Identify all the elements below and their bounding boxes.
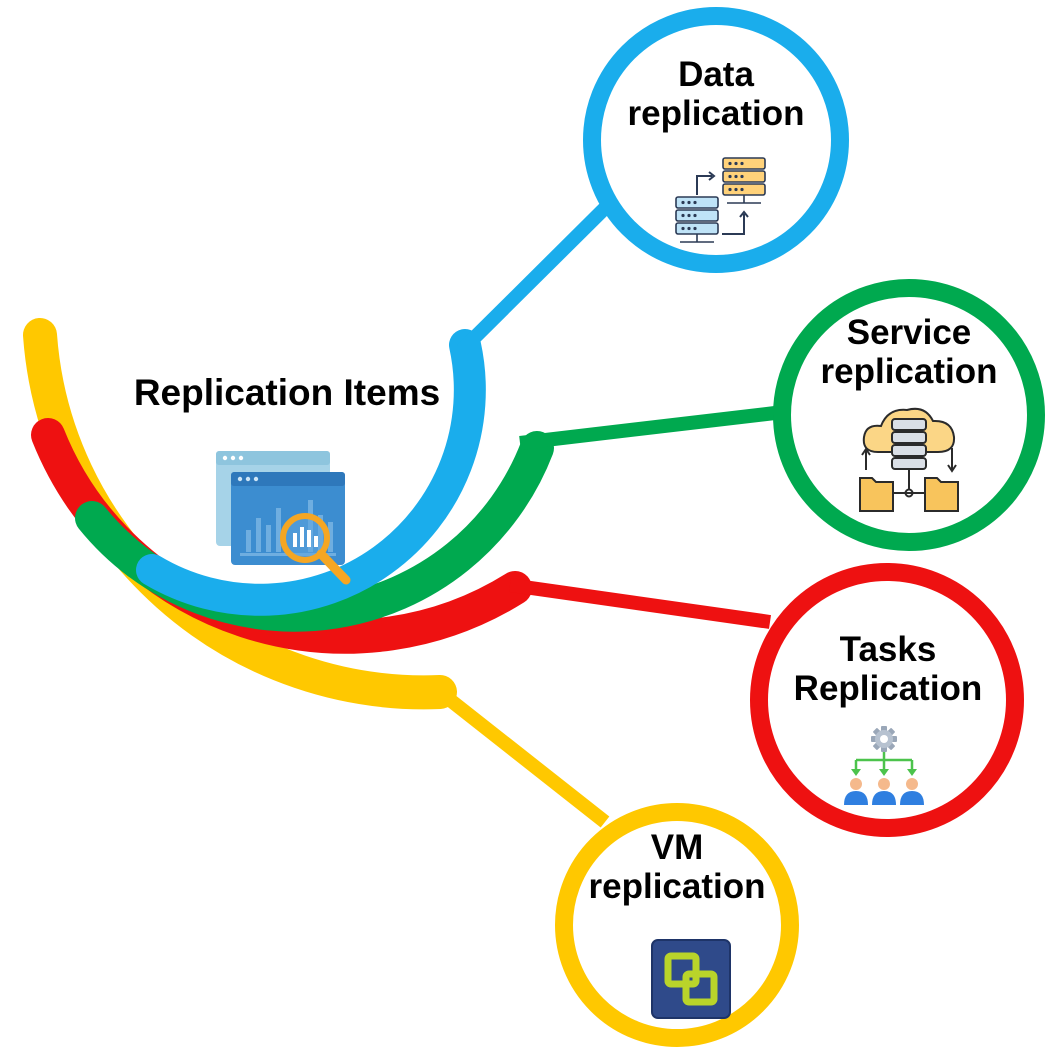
connector-service: [519, 406, 776, 450]
node-label-service-line1: Service: [846, 313, 972, 352]
vmware-vsphere-icon: [651, 939, 731, 1019]
connectors: [435, 203, 776, 828]
circle-vm: [555, 803, 799, 1047]
circle-data: [583, 7, 849, 273]
center-title-text: Replication Items: [133, 372, 441, 413]
node-label-vm: VM replication: [567, 828, 787, 906]
node-label-data-line2: replication: [627, 94, 805, 134]
center-title: Replication Items: [92, 372, 482, 413]
arcs: [23, 318, 554, 710]
circle-tasks: [750, 563, 1024, 837]
search-report-icon: [216, 451, 351, 585]
node-label-service-line2: replication: [820, 352, 998, 392]
node-label-data-line1: Data: [678, 55, 754, 94]
arc-blue: [136, 329, 486, 616]
connector-tasks: [509, 578, 771, 629]
gear-team-icon: [844, 726, 924, 805]
cloud-database-folders-icon: [859, 407, 959, 512]
node-label-vm-line1: VM: [650, 828, 704, 867]
node-label-vm-line2: replication: [588, 867, 766, 907]
node-label-tasks-line2: Replication: [793, 669, 983, 709]
node-label-tasks: Tasks Replication: [772, 630, 1004, 708]
node-label-service: Service replication: [799, 313, 1019, 391]
node-label-data: Data replication: [606, 55, 826, 133]
server-sync-icon: [675, 157, 766, 243]
connector-data: [457, 203, 610, 355]
connector-vm: [435, 686, 610, 828]
node-label-tasks-line1: Tasks: [839, 630, 937, 669]
